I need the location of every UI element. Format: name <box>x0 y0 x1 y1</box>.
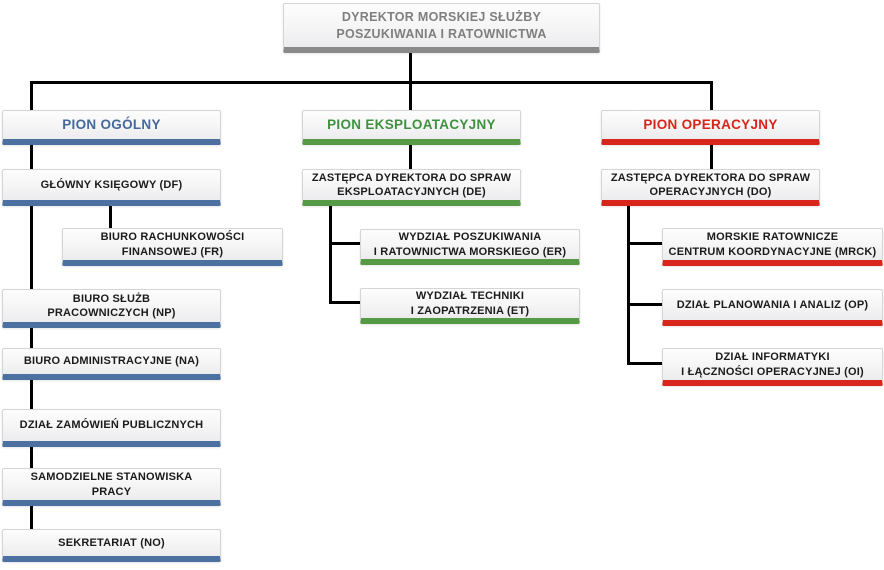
unit-box-planning-analysis: DZIAŁ PLANOWANIA I ANALIZ (OP) <box>662 289 883 326</box>
unit-box-public-procurement: DZIAŁ ZAMÓWIEŃ PUBLICZNYCH <box>2 409 221 447</box>
unit-box-financial-accounting-office: BIURO RACHUNKOWOŚCI FINANSOWEJ (FR) <box>62 228 283 266</box>
connector-do-stub-oi <box>627 362 663 365</box>
connector-do-stub-mrck <box>627 242 663 245</box>
unit-box-sar-department: WYDZIAŁ POSZUKIWANIA I RATOWNICTWA MORSK… <box>360 229 580 265</box>
division-header-operations: PION OPERACYJNY <box>601 110 820 145</box>
unit-box-chief-accountant: GŁÓWNY KSIĘGOWY (DF) <box>2 169 221 206</box>
unit-box-secretariat: SEKRETARIAT (NO) <box>2 529 221 562</box>
unit-box-mrck: MORSKIE RATOWNICZE CENTRUM KOORDYNACYJNE… <box>662 228 883 266</box>
connector-de-drop <box>329 204 332 304</box>
connector-de-stub-et <box>329 301 361 304</box>
connector-fr-branch <box>109 204 112 230</box>
unit-box-technical-supply-department: WYDZIAŁ TECHNIKI I ZAOPATRZENIA (ET) <box>360 288 580 324</box>
division-header-general: PION OGÓLNY <box>2 110 221 145</box>
connector-top-rail <box>30 81 713 84</box>
connector-de-stub-er <box>329 242 361 245</box>
deputy-box-operations: ZASTĘPCA DYREKTORA DO SPRAW OPERACYJNYCH… <box>601 169 820 206</box>
unit-box-it-operational-comms: DZIAŁ INFORMATYKI I ŁĄCZNOŚCI OPERACYJNE… <box>662 348 883 386</box>
unit-box-independent-positions: SAMODZIELNE STANOWISKA PRACY <box>2 468 221 506</box>
unit-box-employee-services-office: BIURO SŁUŻB PRACOWNICZYCH (NP) <box>2 289 221 328</box>
unit-box-administrative-office: BIURO ADMINISTRACYJNE (NA) <box>2 348 221 380</box>
connector-do-stub-op <box>627 303 663 306</box>
division-header-exploitation: PION EKSPLOATACYJNY <box>302 110 521 145</box>
deputy-box-exploitation: ZASTĘPCA DYREKTORA DO SPRAW EKSPLOATACYJ… <box>302 169 521 206</box>
director-box: DYREKTOR MORSKIEJ SŁUŻBY POSZUKIWANIA I … <box>283 3 600 53</box>
connector-do-drop <box>627 204 630 365</box>
